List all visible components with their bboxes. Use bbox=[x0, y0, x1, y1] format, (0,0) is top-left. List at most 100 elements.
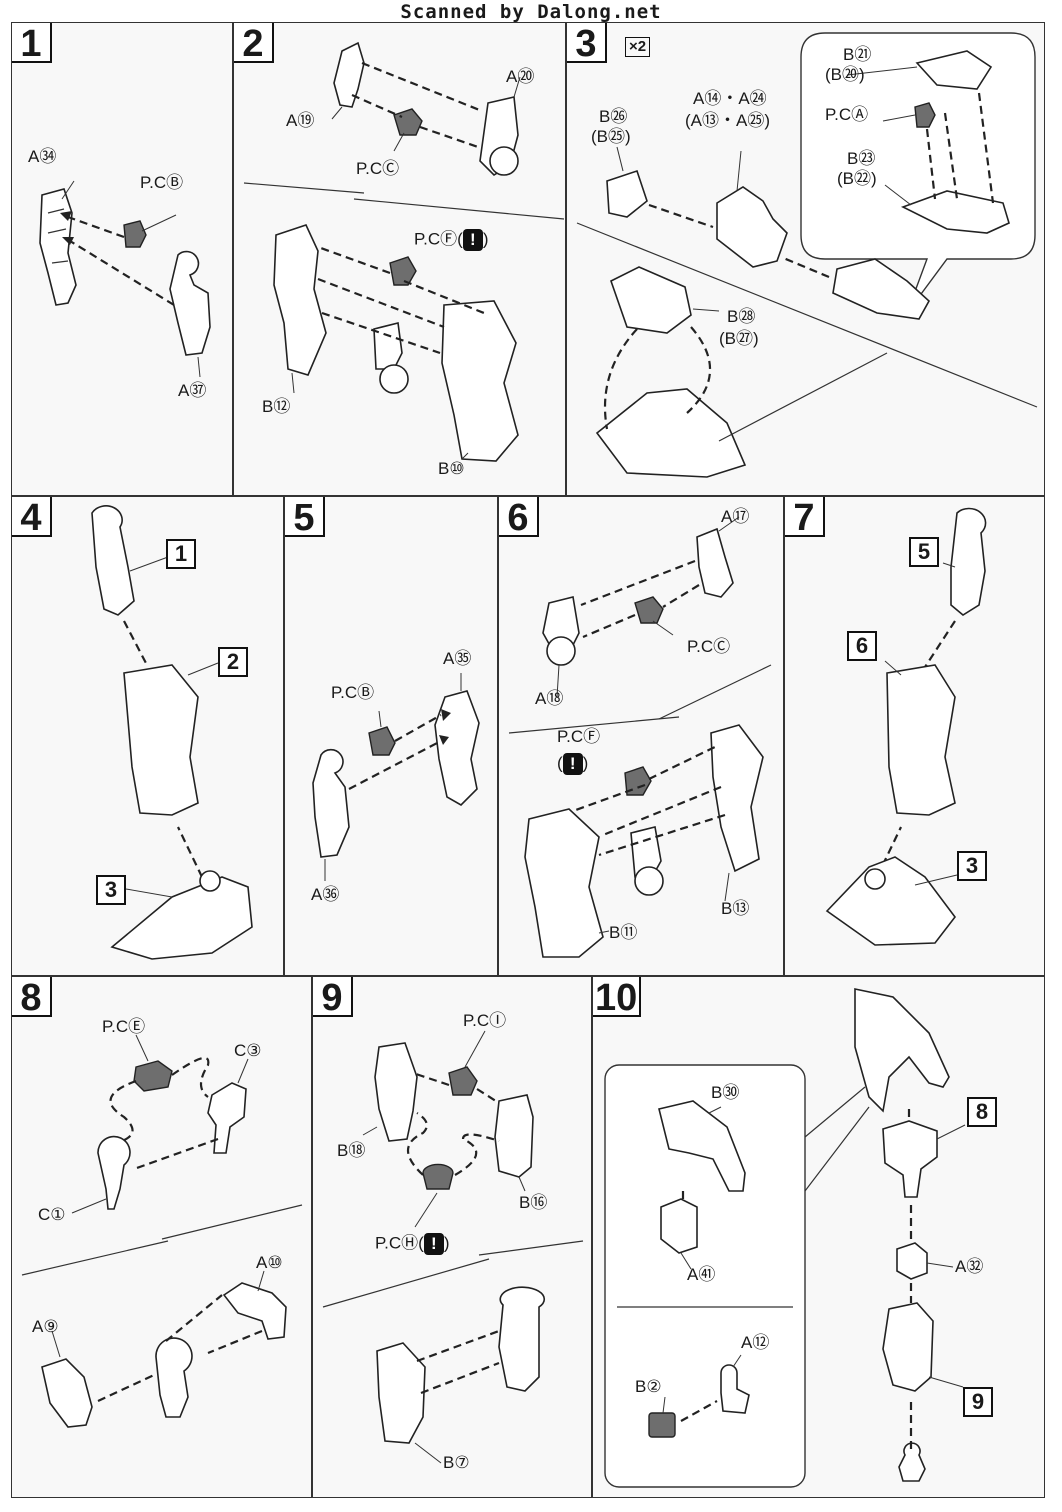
foot-ref bbox=[110, 876, 253, 960]
label-b28: B㉘ bbox=[727, 307, 756, 326]
step-number: 8 bbox=[12, 977, 52, 1019]
warning-icon: ! bbox=[562, 753, 583, 775]
label-a41: A㊶ bbox=[687, 1265, 716, 1284]
label-pcc: P.CⒸ bbox=[687, 637, 731, 656]
knee-joint-inner bbox=[373, 322, 403, 370]
label-b18: B⑱ bbox=[337, 1141, 366, 1160]
label-pch: P.CⒽ(!) bbox=[375, 1233, 449, 1255]
step-5-panel: 5 A㉟ P.CⒷ A㊱ bbox=[284, 496, 498, 976]
label-pcf: P.CⒻ bbox=[557, 727, 601, 746]
hand-block-b2 bbox=[648, 1412, 676, 1438]
label-a32: A㉜ bbox=[955, 1257, 984, 1276]
multiplier-badge: ×2 bbox=[625, 37, 651, 57]
thigh-ref bbox=[886, 664, 956, 816]
step-8-diagram bbox=[21, 1034, 303, 1428]
step-9-diagram bbox=[322, 1030, 584, 1464]
label-a19: A⑲ bbox=[286, 111, 315, 130]
label-a36: A㊱ bbox=[311, 885, 340, 904]
scan-watermark: Scanned by Dalong.net bbox=[400, 1, 662, 23]
shoulder-ball-assembled bbox=[155, 1337, 193, 1418]
step-3-diagram bbox=[576, 32, 1038, 478]
upper-arm-assembled bbox=[498, 1286, 546, 1392]
knee-joint-part bbox=[696, 527, 734, 598]
arm-shell-part bbox=[39, 188, 77, 306]
foot-cover-part bbox=[610, 266, 692, 334]
label-a9: A⑨ bbox=[32, 1317, 59, 1336]
thigh-outer-part bbox=[441, 300, 519, 462]
step-number: 7 bbox=[785, 497, 825, 539]
thigh-inner-part bbox=[710, 724, 764, 873]
step-number: 9 bbox=[313, 977, 353, 1019]
step-4-diagram bbox=[91, 505, 253, 960]
pch-close: ) bbox=[443, 1233, 450, 1253]
step-6-diagram bbox=[508, 516, 772, 958]
label-b11: B⑪ bbox=[609, 923, 638, 942]
step-number: 6 bbox=[499, 497, 539, 539]
label-b12: B⑫ bbox=[262, 397, 291, 416]
step-1-panel: 1 A㉞ P.CⒷ A㊲ bbox=[11, 22, 233, 496]
poly-cap-part bbox=[123, 220, 147, 248]
poly-cap-i bbox=[448, 1066, 478, 1096]
shoulder-armor-shell bbox=[854, 988, 950, 1113]
ref-step-6: 6 bbox=[847, 631, 877, 661]
step-number: 2 bbox=[234, 23, 274, 65]
label-pcf: P.CⒻ(!) bbox=[414, 229, 488, 251]
ref-step-2: 2 bbox=[218, 647, 248, 677]
arm-outer-part bbox=[434, 690, 480, 806]
step-1-diagram bbox=[39, 180, 211, 378]
shoulder-frame-a10 bbox=[222, 1282, 287, 1340]
label-b7: B⑦ bbox=[443, 1453, 470, 1472]
label-pce: P.CⒺ bbox=[102, 1017, 146, 1036]
poly-cap-e bbox=[133, 1060, 173, 1092]
label-b13: B⑬ bbox=[721, 899, 750, 918]
pcf-close: ) bbox=[482, 229, 489, 249]
label-b25: (B㉕) bbox=[591, 127, 631, 146]
label-a14: A⑭・A㉔ bbox=[693, 89, 767, 108]
label-b22: (B㉒) bbox=[837, 169, 877, 188]
lower-arm-ref bbox=[91, 505, 135, 616]
label-pcb: P.CⒷ bbox=[331, 683, 375, 702]
upper-arm-ref bbox=[882, 1302, 934, 1392]
poly-cap-c bbox=[393, 108, 423, 136]
elbow-armor-b7 bbox=[376, 1342, 426, 1444]
elbow-joint-a32 bbox=[896, 1242, 928, 1280]
hand-part-a12 bbox=[720, 1364, 750, 1414]
toe-cap-part bbox=[606, 169, 648, 218]
label-b16: B⑯ bbox=[519, 1193, 548, 1212]
label-a13: (A⑬・A㉕) bbox=[685, 111, 770, 130]
shoulder-joint-a9 bbox=[41, 1358, 93, 1428]
lower-arm-ref bbox=[950, 507, 987, 616]
step-6-panel: 6 A⑰ P.CⒸ A⑱ P.CⒻ (!) B⑪ B⑬ bbox=[498, 496, 784, 976]
detail-callout bbox=[604, 1064, 806, 1488]
ref-step-9: 9 bbox=[963, 1387, 993, 1417]
step-2-diagram bbox=[243, 41, 565, 462]
armor-top-part bbox=[915, 50, 993, 90]
foot-assembled bbox=[595, 388, 747, 478]
shoulder-joint-ref bbox=[882, 1120, 938, 1198]
poly-cap-c bbox=[634, 596, 664, 624]
poly-cap-f bbox=[389, 256, 417, 286]
foot-ref bbox=[825, 856, 957, 946]
label-b21: B㉑ bbox=[843, 45, 872, 64]
poly-cap-h bbox=[422, 1163, 454, 1190]
ref-step-5: 5 bbox=[909, 537, 939, 567]
ref-step-8: 8 bbox=[967, 1097, 997, 1127]
step-number: 4 bbox=[12, 497, 52, 539]
warning-icon: ! bbox=[423, 1233, 444, 1255]
step-3-panel: 3 ×2 B㉑ (B⑳) P.CⒶ B㉓ (B㉒) B㉖ (B㉕) A⑭・A㉔ … bbox=[566, 22, 1045, 496]
label-pca: P.CⒶ bbox=[825, 105, 869, 124]
label-b10: B⑩ bbox=[438, 459, 465, 478]
step-number: 5 bbox=[285, 497, 325, 539]
label-a17: A⑰ bbox=[721, 507, 750, 526]
upper-arm-frame-b18 bbox=[374, 1042, 418, 1142]
label-b27: (B㉗) bbox=[719, 329, 759, 348]
step-9-panel: 9 P.CⒾ B⑱ B⑯ P.CⒽ(!) B⑦ bbox=[312, 976, 592, 1498]
thigh-inner-part bbox=[273, 224, 327, 376]
label-b23: B㉓ bbox=[847, 149, 876, 168]
step-5-diagram bbox=[312, 673, 480, 881]
poly-cap-b bbox=[368, 726, 396, 756]
label-pci: P.CⒾ bbox=[463, 1011, 507, 1030]
step-number: 10 bbox=[593, 977, 642, 1019]
step-7-panel: 7 5 6 3 bbox=[784, 496, 1045, 976]
arm-inner-part bbox=[312, 748, 350, 858]
